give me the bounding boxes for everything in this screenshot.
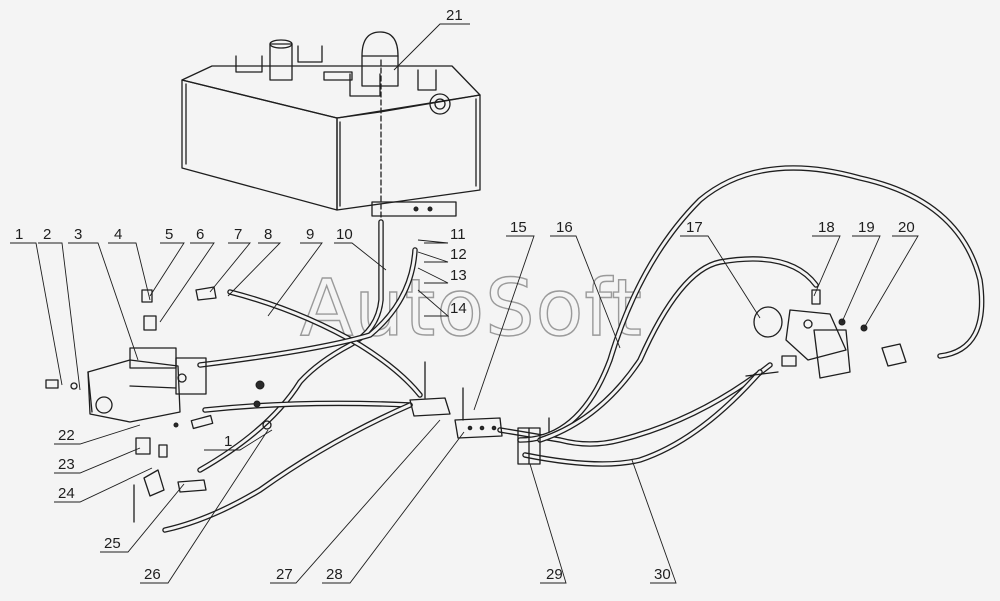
callout-18: 18	[818, 219, 835, 236]
callout-21: 21	[446, 7, 463, 24]
callout-16: 16	[556, 219, 573, 236]
steering-unit	[745, 289, 907, 379]
callout-labels: 1 2 3 4 5 6 7 8 9 10 11 12 13 14 15 16 1…	[15, 7, 915, 583]
callout-6: 6	[196, 226, 204, 243]
callout-15: 15	[510, 219, 527, 236]
callout-1: 1	[15, 226, 23, 243]
hydraulic-tank	[181, 31, 481, 241]
callout-29: 29	[546, 566, 563, 583]
callout-1-secondary: 1	[224, 433, 232, 450]
hydraulic-hoses	[162, 165, 985, 533]
callout-8: 8	[264, 226, 272, 243]
callout-25: 25	[104, 535, 121, 552]
callout-22: 22	[58, 427, 75, 444]
callout-28: 28	[326, 566, 343, 583]
hydraulic-pump	[87, 347, 207, 423]
callout-20: 20	[898, 219, 915, 236]
callout-23: 23	[58, 456, 75, 473]
hose-clamp	[517, 417, 550, 465]
callout-10: 10	[336, 226, 353, 243]
callout-13: 13	[450, 267, 467, 284]
callout-17: 17	[686, 219, 703, 236]
callout-7: 7	[234, 226, 242, 243]
callout-19: 19	[858, 219, 875, 236]
callout-2: 2	[43, 226, 51, 243]
callout-12: 12	[450, 246, 467, 263]
valve-block	[409, 361, 503, 439]
callout-27: 27	[276, 566, 293, 583]
callout-24: 24	[58, 485, 75, 502]
callout-4: 4	[114, 226, 122, 243]
leader-lines	[10, 23, 919, 584]
callout-3: 3	[74, 226, 82, 243]
callout-30: 30	[654, 566, 671, 583]
callout-9: 9	[306, 226, 314, 243]
callout-5: 5	[165, 226, 173, 243]
callout-11: 11	[450, 226, 466, 243]
callout-14: 14	[450, 300, 467, 317]
callout-26: 26	[144, 566, 161, 583]
fittings-left	[45, 286, 272, 523]
